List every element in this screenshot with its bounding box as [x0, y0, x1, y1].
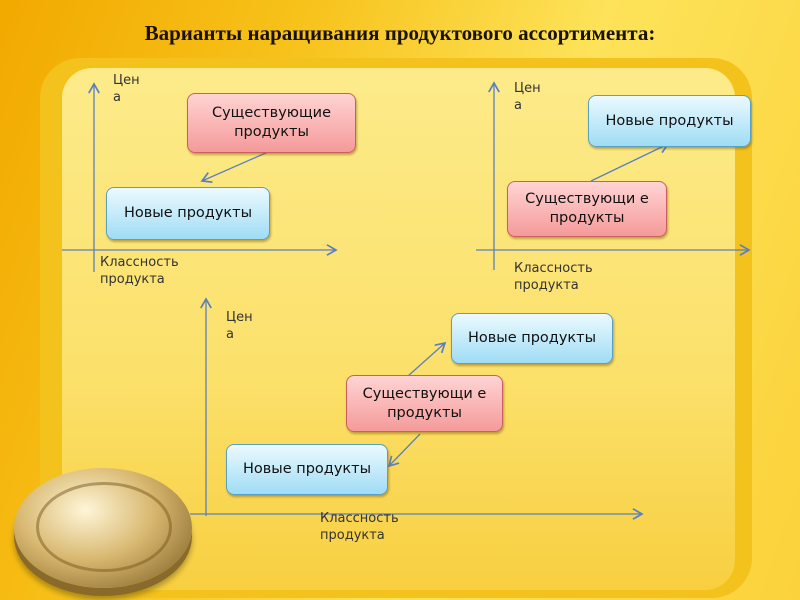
arrow-3b: [387, 433, 421, 468]
arrow-3a: [407, 341, 447, 377]
arrow-2: [590, 142, 670, 182]
new-products-box-3-upper: Новые продукты: [451, 313, 613, 364]
slide-title: Варианты наращивания продуктового ассорт…: [144, 21, 656, 45]
existing-products-box-1: Существующие продукты: [187, 93, 356, 153]
gold-coin-image: [14, 468, 192, 588]
y-axis-label-1: Цен а: [113, 73, 140, 105]
existing-products-box-2: Существующи е продукты: [507, 181, 667, 237]
x-axis-label-3: Классность продукта: [320, 511, 399, 543]
new-products-box-2: Новые продукты: [588, 95, 751, 147]
existing-products-box-3: Существующи е продукты: [346, 375, 503, 432]
new-products-box-3-lower: Новые продукты: [226, 444, 388, 495]
new-products-box-1: Новые продукты: [106, 187, 270, 240]
arrow-1: [200, 151, 269, 183]
y-axis-label-2: Цен а: [514, 81, 541, 113]
x-axis-label-2: Классность продукта: [514, 261, 593, 293]
x-axis-label-1: Классность продукта: [100, 255, 179, 287]
y-axis-label-3: Цен а: [226, 310, 253, 342]
